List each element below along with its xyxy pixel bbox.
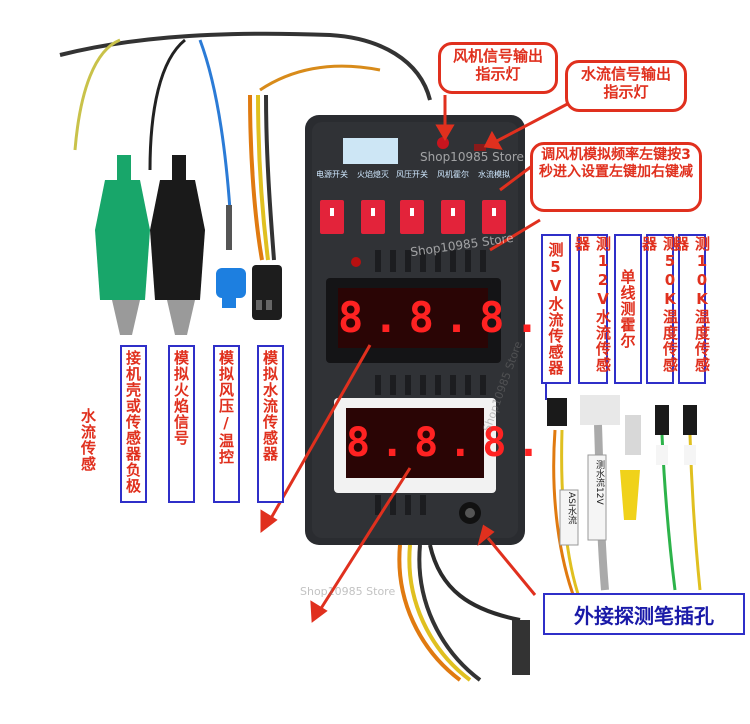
callout-fan-signal: 风机信号输出指示灯	[438, 42, 558, 94]
switch-label-water: 水流模拟	[478, 170, 510, 179]
switch-label-fan-hall: 风机霍尔	[437, 170, 469, 179]
label-10k-temp-sensor: 测10K温度传感器	[672, 234, 711, 384]
water-switch[interactable]	[482, 200, 506, 234]
cable-tag-12v: 测水流12V	[594, 460, 604, 505]
label-pressure-temp: 模拟风压/温控	[213, 345, 240, 503]
label-water-sensor-sim: 模拟水流传感器	[257, 345, 284, 503]
lower-display: 8.8.8.	[346, 420, 551, 466]
label-single-wire-hall: 单线测霍尔	[614, 234, 642, 384]
callout-water-signal: 水流信号输出指示灯	[565, 60, 687, 112]
probe-jack[interactable]	[459, 502, 481, 524]
pressure-switch[interactable]	[400, 200, 424, 234]
cable-tag-asi: ASI水流	[566, 492, 576, 525]
label-chassis-negative: 接机壳或传感器负极	[120, 345, 147, 503]
upper-display: 8.8.8.	[338, 293, 550, 342]
switch-label-flame: 火焰熄灭	[357, 170, 389, 179]
callout-fan-frequency: 调风机模拟频率左键按3秒进入设置左键加右键减	[530, 142, 702, 212]
switch-label-power: 电源开关	[316, 170, 348, 179]
fan-hall-switch[interactable]	[441, 200, 465, 234]
label-50k-temp-sensor: 测50K温度传感器	[640, 234, 679, 384]
label-water-flow: 水流传感	[79, 408, 97, 472]
label-flame-signal: 模拟火焰信号	[168, 345, 195, 503]
power-switch[interactable]	[320, 200, 344, 234]
label-probe-jack: 外接探测笔插孔	[543, 593, 745, 635]
watermark: Shop10985 Store	[300, 585, 396, 598]
label-12v-water-sensor: 测12V水流传感器	[573, 234, 612, 384]
watermark: Shop10985 Store	[420, 150, 524, 164]
flame-switch[interactable]	[361, 200, 385, 234]
switch-label-pressure: 风压开关	[396, 170, 428, 179]
label-5v-water-sensor: 测5V水流传感器	[541, 234, 571, 384]
